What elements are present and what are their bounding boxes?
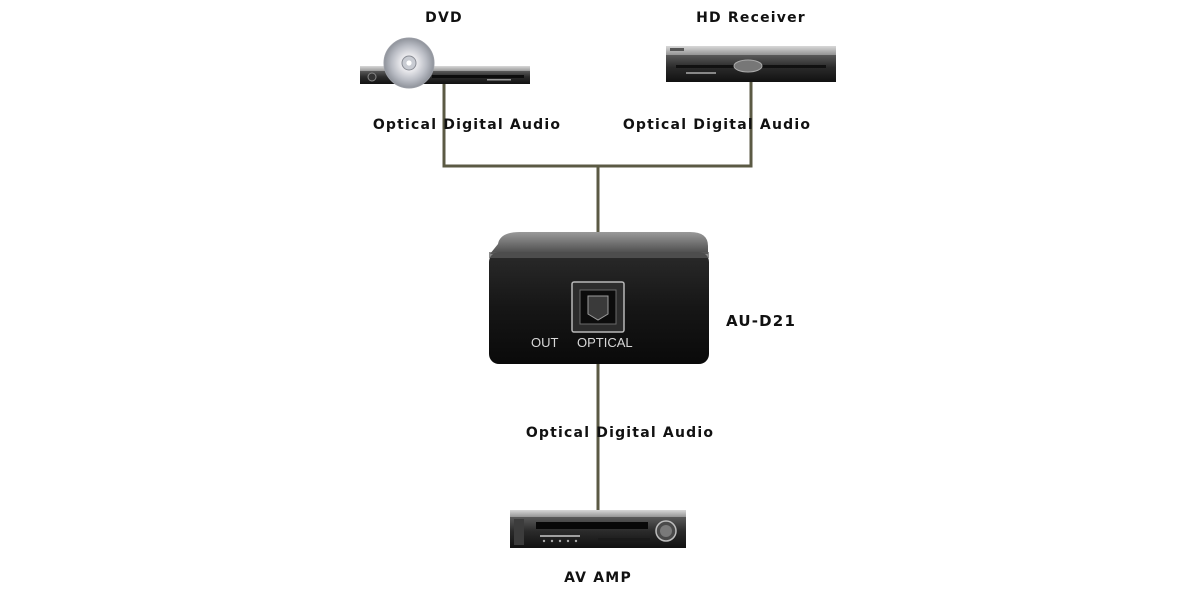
hd-receiver-label: HD Receiver	[696, 10, 806, 26]
port-optical-label: OPTICAL	[577, 335, 633, 350]
hd-receiver-connection-label: Optical Digital Audio	[622, 117, 812, 133]
cable-network	[442, 82, 753, 514]
dvd-player-icon	[360, 37, 530, 89]
au-d21-label: AU-D21	[726, 312, 797, 330]
amp-connection-label: Optical Digital Audio	[525, 425, 715, 441]
au-d21-switch-icon: OUT OPTICAL	[489, 232, 709, 364]
av-amp-label: AV AMP	[564, 570, 632, 586]
cable-hd-receiver	[598, 82, 753, 168]
hd-receiver-icon	[666, 46, 836, 82]
av-amp-icon	[510, 510, 686, 548]
cable-dvd	[442, 82, 598, 168]
dvd-connection-label: Optical Digital Audio	[372, 117, 562, 133]
port-out-label: OUT	[531, 335, 559, 350]
dvd-label: DVD	[425, 10, 463, 26]
